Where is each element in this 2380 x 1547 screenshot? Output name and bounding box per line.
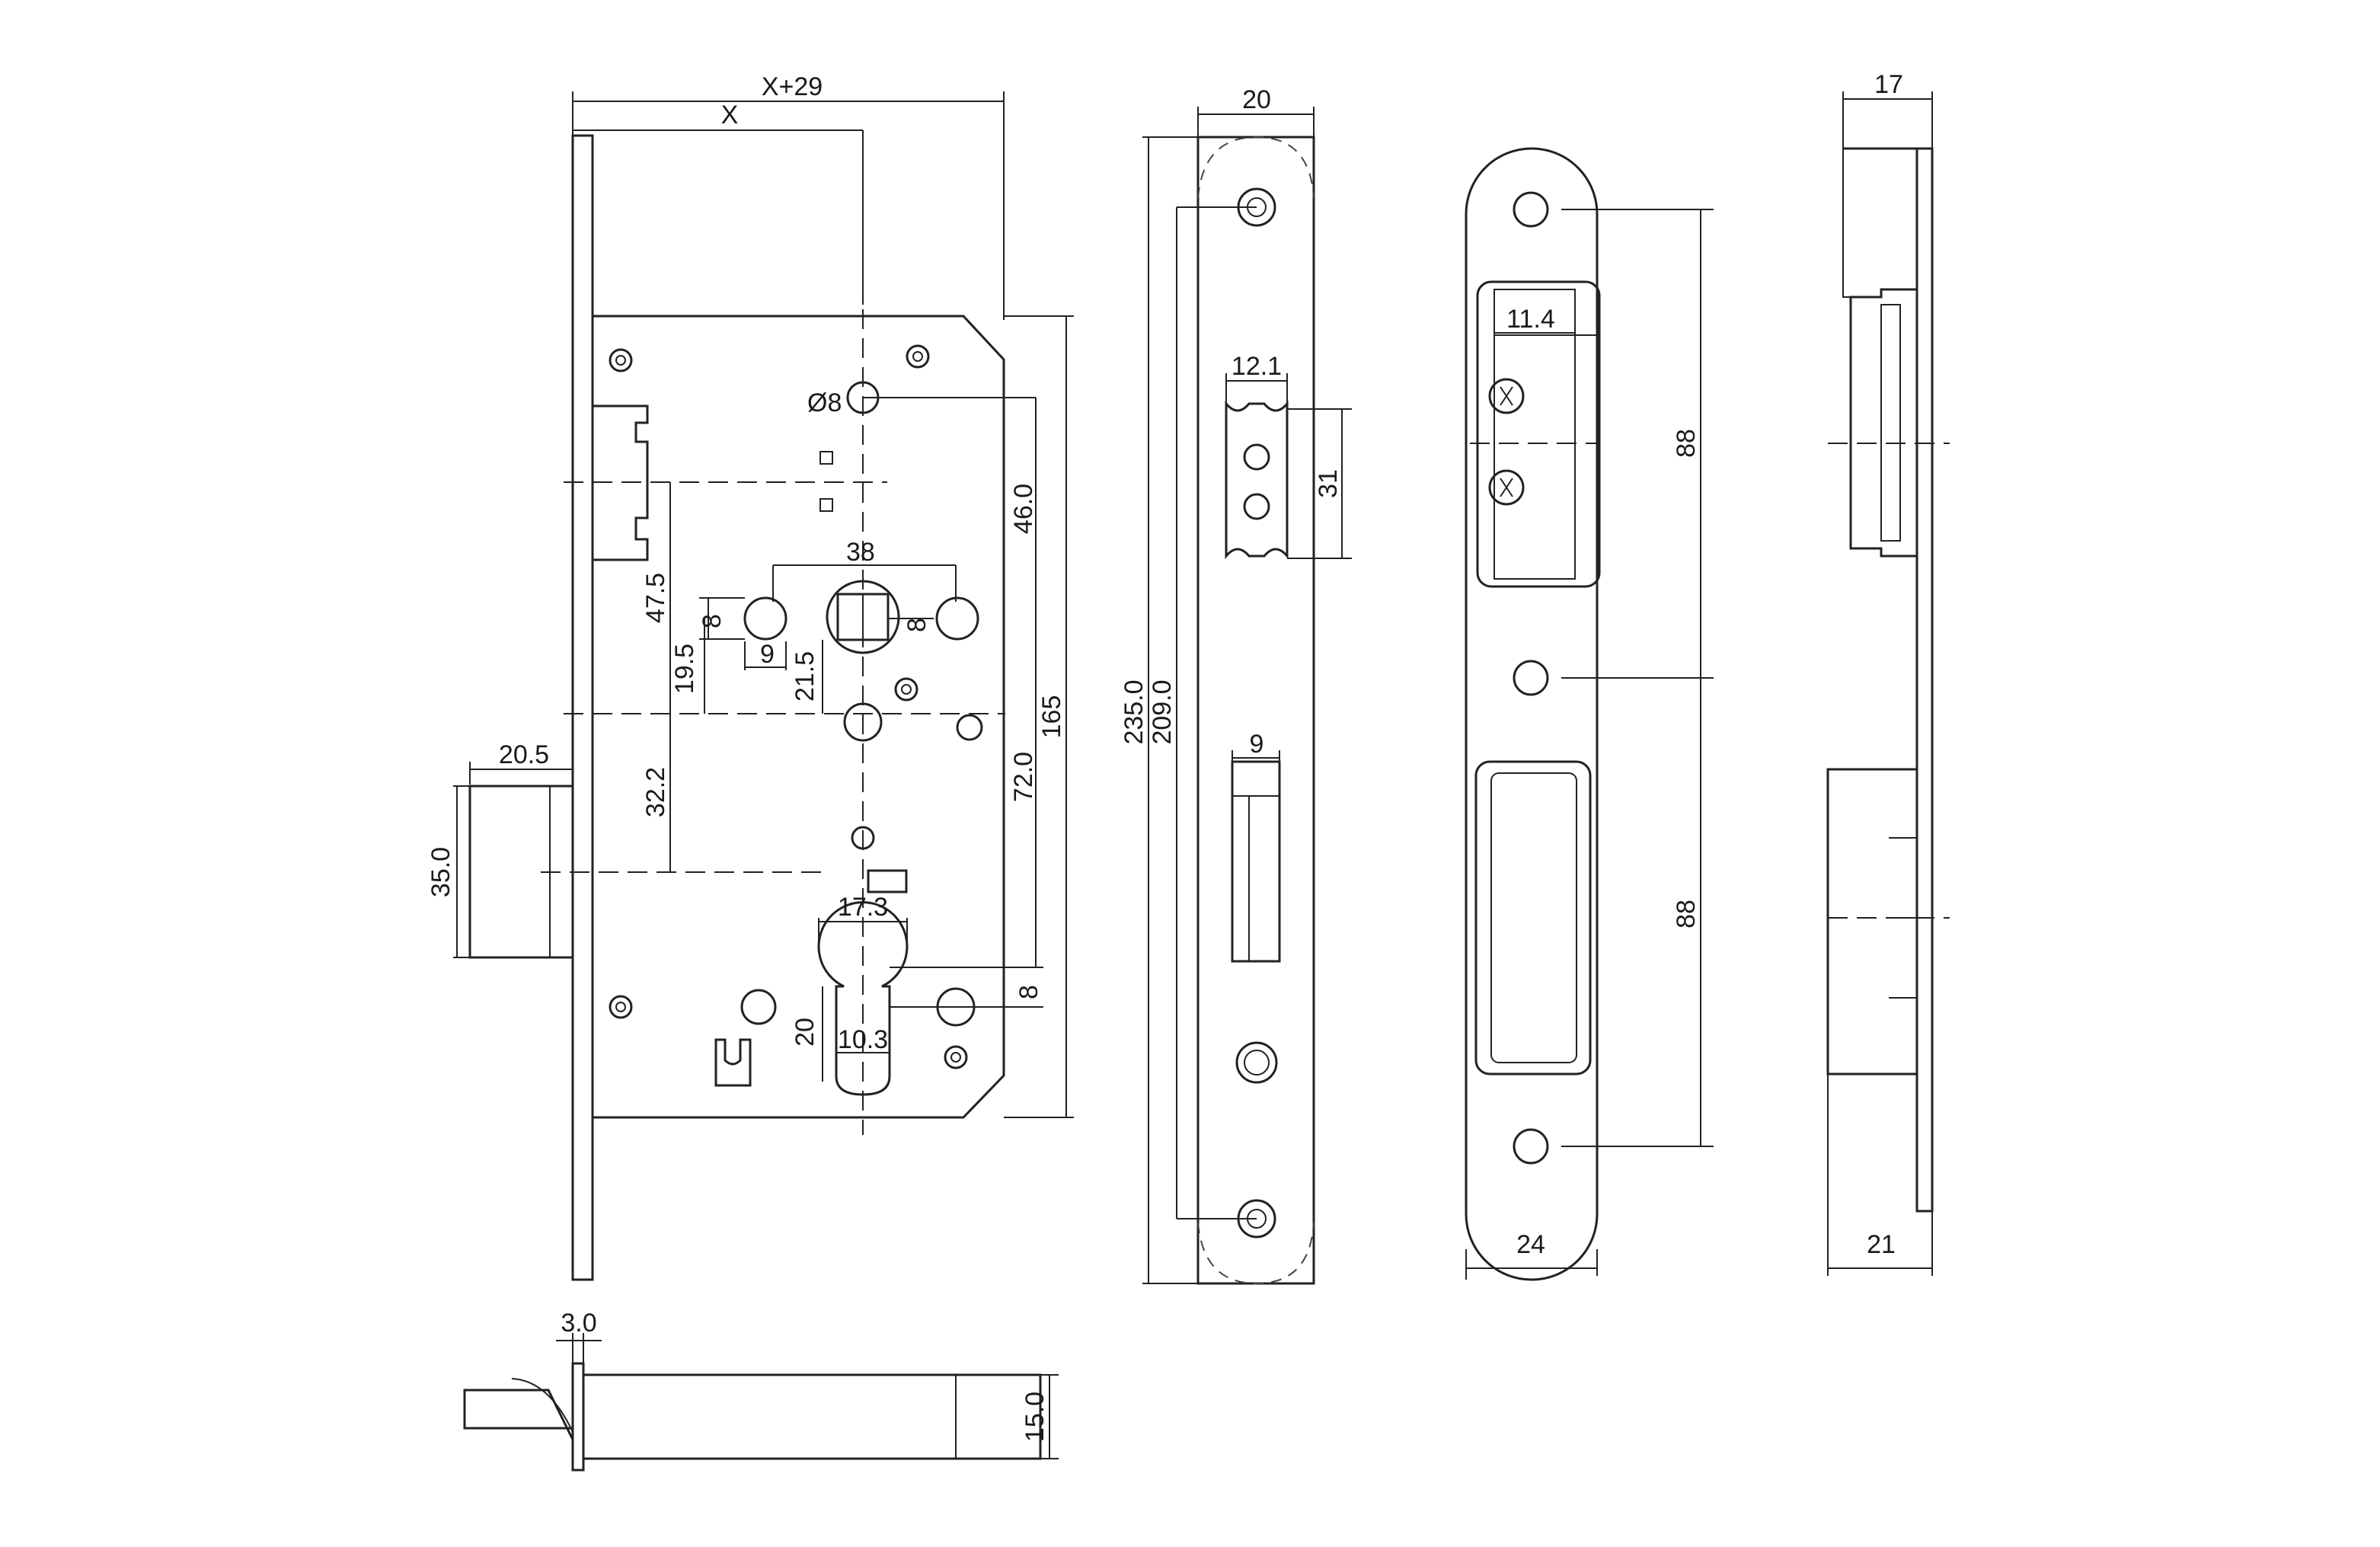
dim-15: 15.0: [1021, 1392, 1049, 1442]
dim-20-cylinder: 20: [791, 1018, 819, 1047]
dim-21-side: 21: [1867, 1230, 1896, 1259]
dim-46: 46.0: [1009, 484, 1038, 534]
dim-17-3: 17.3: [838, 893, 888, 922]
latch-hook: [714, 1038, 752, 1087]
dim-dia8: Ø8: [807, 388, 842, 417]
screw-icon: [609, 995, 633, 1019]
latch-opening: [1225, 400, 1289, 560]
dim-19-5: 19.5: [670, 644, 699, 694]
dim-35: 35.0: [426, 847, 455, 897]
deadbolt-pocket: [1474, 760, 1592, 1076]
dim-8-right: 8: [902, 618, 931, 632]
hub-hole-right: [935, 596, 979, 641]
dim-20-face: 20: [1242, 85, 1271, 114]
hub-hole-left: [743, 596, 787, 641]
strike-side-view: 17 21: [1826, 70, 1950, 1276]
screw-icon: [944, 1045, 968, 1069]
strike-plate-view: 11.4 88 88 24: [1465, 147, 1714, 1281]
dim-9-slot: 9: [1250, 730, 1264, 759]
dim-x-plus-29: X+29: [762, 72, 823, 101]
dim-209: 209.0: [1148, 679, 1177, 744]
faceplate-strip: [571, 134, 594, 1281]
dim-24: 24: [1516, 1230, 1545, 1259]
dim-88-bottom: 88: [1672, 900, 1701, 929]
dim-10-3: 10.3: [838, 1025, 888, 1054]
screw-icon: [609, 348, 633, 372]
dim-21-5: 21.5: [791, 651, 819, 702]
faceplate-front-view: 20 12.1 31 235.0 209.0 9: [1120, 85, 1352, 1285]
dim-17-side: 17: [1874, 70, 1903, 99]
dim-20-5: 20.5: [499, 740, 549, 769]
dim-165: 165: [1037, 695, 1066, 739]
screw-icon: [906, 344, 930, 369]
deadbolt-slot: [1231, 760, 1281, 963]
screw-icon: [894, 677, 918, 702]
dim-9-hole: 9: [760, 640, 775, 669]
dim-88-top: 88: [1672, 429, 1701, 458]
strike-plate-outline: [1465, 147, 1599, 1281]
faceplate-outline: [1196, 136, 1315, 1285]
lock-case-outline: [593, 315, 1005, 1119]
dim-72: 72.0: [1009, 752, 1038, 802]
latch-bolt: [593, 404, 649, 561]
dim-8-left: 8: [698, 614, 727, 628]
dim-47-5: 47.5: [641, 573, 670, 623]
lock-body-front-view: X+29 X Ø8 46.0 38 47.5 8 9 8 19.5: [426, 72, 1074, 1281]
dim-38: 38: [846, 538, 875, 567]
dim-11-4: 11.4: [1506, 305, 1555, 334]
latch-pocket: [1476, 280, 1601, 588]
dim-8-cylinder: 8: [1014, 985, 1043, 999]
dim-3: 3.0: [561, 1309, 596, 1338]
dim-32-2: 32.2: [641, 767, 670, 817]
dim-31: 31: [1314, 469, 1343, 498]
latch-side-view: 3.0 15.0: [463, 1309, 1059, 1472]
dim-235: 235.0: [1120, 679, 1148, 744]
dim-x: X: [721, 101, 739, 129]
dim-12-1: 12.1: [1232, 352, 1282, 381]
